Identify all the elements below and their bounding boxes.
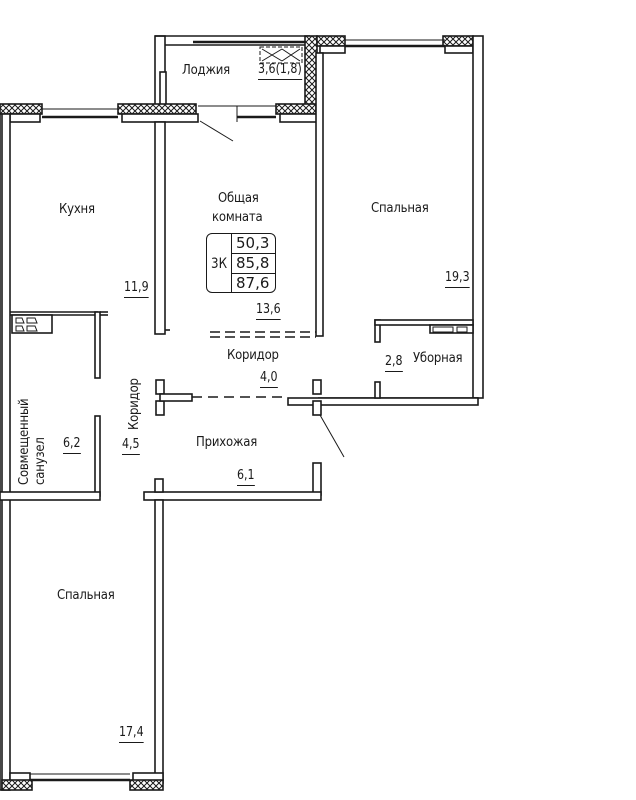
room-name-corridor-left: Коридор — [127, 378, 142, 430]
room-area-hallway: 6,1 — [237, 469, 255, 486]
room-name-bedroom-bottom: Спальная — [57, 588, 115, 603]
room-area-bedroom-bottom: 17,4 — [119, 726, 144, 743]
bottom-window — [1, 772, 164, 791]
room-name-bathroom-line2: санузел — [33, 437, 48, 485]
total-area-with-loggia: 87,6 — [236, 274, 270, 292]
room-area-living-room: 13,6 — [256, 303, 281, 320]
room-area-toilet: 2,8 — [385, 355, 403, 372]
room-name-loggia: Лоджия — [182, 63, 231, 78]
room-area-kitchen: 11,9 — [124, 281, 149, 298]
loggia-walls — [154, 35, 318, 117]
room-name-hallway: Прихожая — [196, 435, 258, 450]
room-area-loggia: 3,6(1,8) — [258, 63, 302, 80]
apartment-summary-box: 3К 50,3 85,8 87,6 — [206, 233, 276, 293]
outer-walls — [0, 35, 484, 791]
room-name-corridor-center: Коридор — [227, 348, 279, 363]
room-name-living-room-line2: комната — [212, 210, 263, 225]
room-name-toilet: Уборная — [413, 351, 463, 366]
room-name-living-room-line1: Общая — [218, 191, 259, 206]
inner-walls — [0, 52, 474, 781]
rooms-code: 3К — [211, 256, 228, 272]
top-walls — [0, 35, 474, 142]
room-area-bathroom: 6,2 — [63, 437, 81, 454]
room-area-corridor-left: 4,5 — [122, 438, 140, 455]
room-name-bathroom-line1: Совмещенный — [17, 398, 32, 485]
room-area-corridor-center: 4,0 — [260, 371, 278, 388]
total-area: 85,8 — [232, 254, 276, 274]
living-area: 50,3 — [232, 234, 276, 254]
room-area-bedroom-right: 19,3 — [445, 271, 470, 288]
room-name-bedroom-right: Спальная — [371, 201, 429, 216]
room-name-kitchen: Кухня — [59, 202, 95, 217]
